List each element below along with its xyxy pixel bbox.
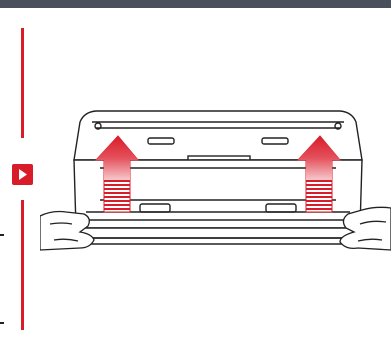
right-hand (339, 206, 391, 251)
sidebar-line-upper (21, 28, 24, 138)
edge-tick-mark (0, 322, 4, 324)
top-divider (0, 0, 391, 8)
sidebar-line-lower (21, 200, 24, 330)
left-hand (40, 210, 95, 251)
play-triangle-icon (19, 169, 27, 180)
scanner-open-lid-illustration (40, 110, 391, 251)
upward-curved-arrow-icon (94, 135, 140, 213)
upward-curved-arrow-icon (296, 135, 342, 213)
next-step-button[interactable] (12, 164, 33, 185)
edge-tick-mark (0, 234, 4, 236)
